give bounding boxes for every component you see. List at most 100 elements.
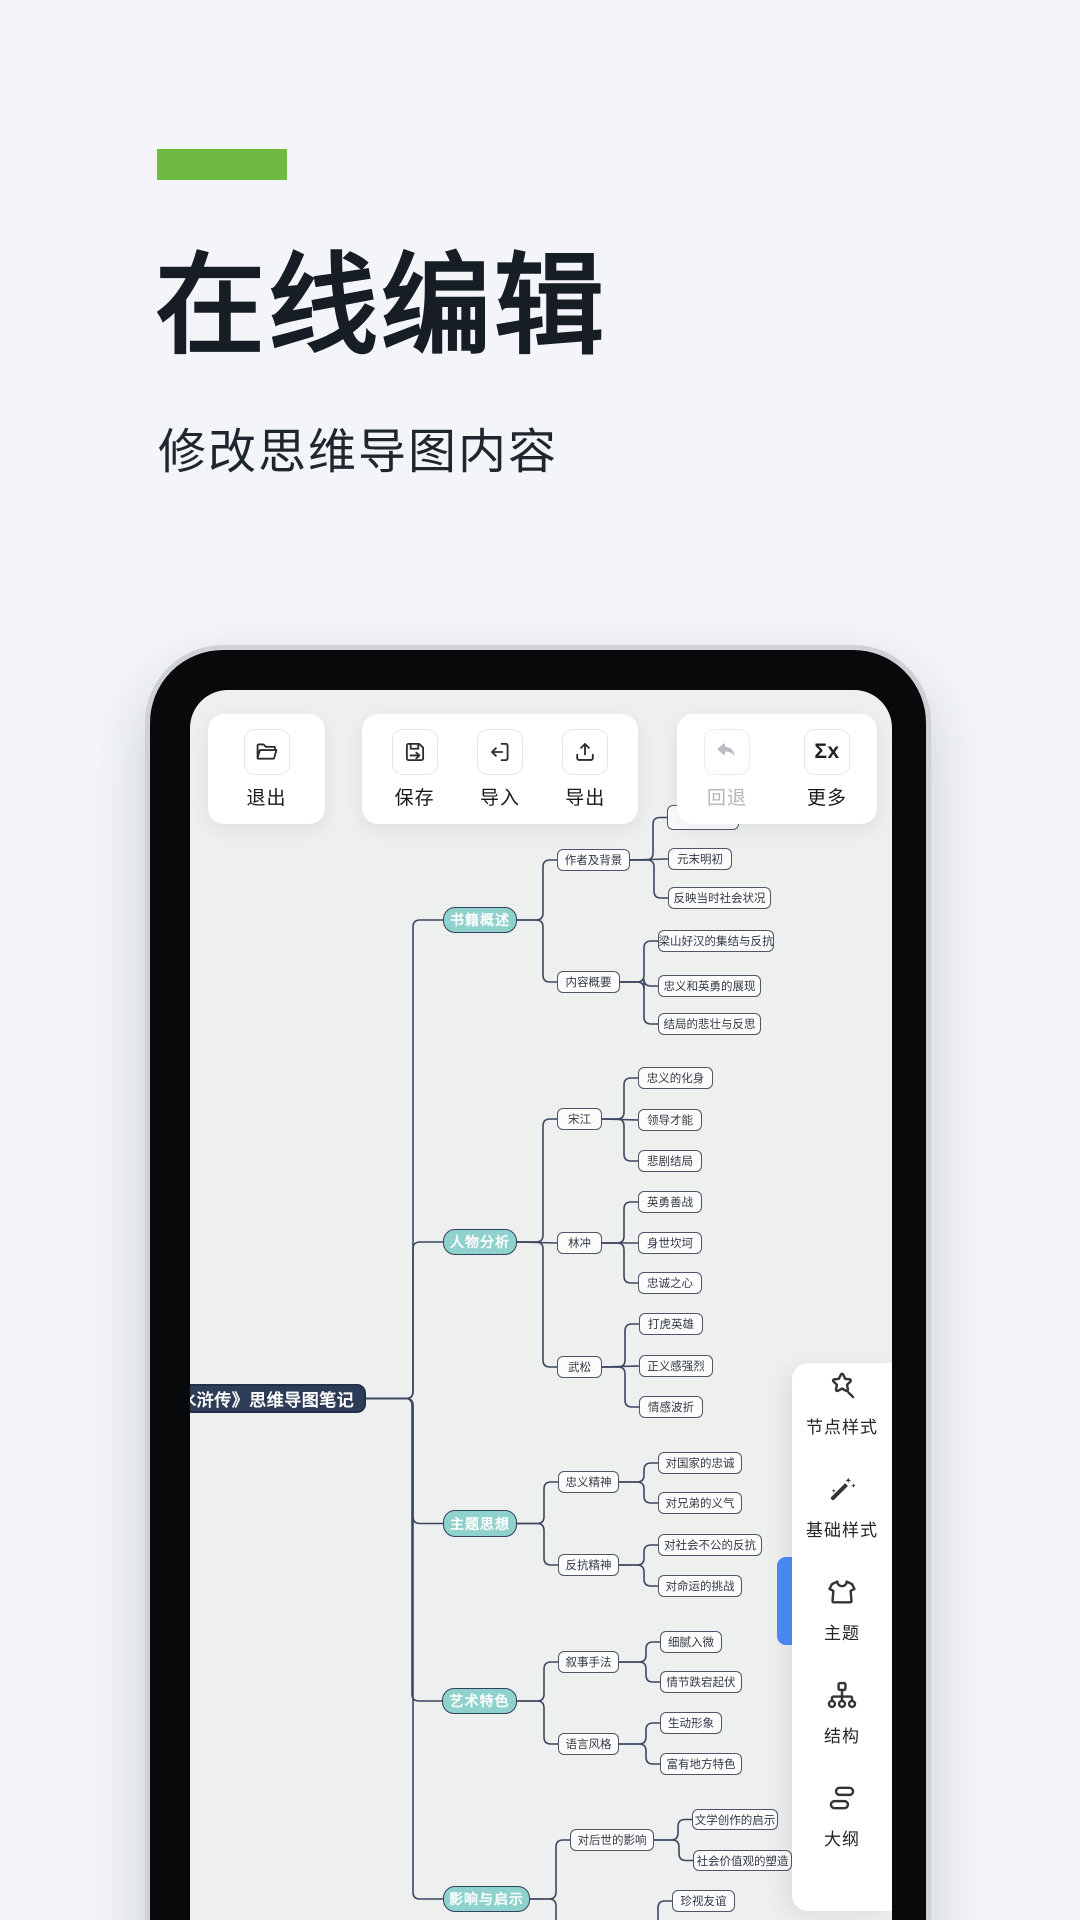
sidebar-item-theme[interactable]: 主题 (824, 1575, 860, 1644)
org-tree-icon (827, 1681, 857, 1709)
mindmap-connector (620, 940, 658, 983)
mindmap-node-l1[interactable]: 元末明初 (668, 848, 732, 870)
export-label: 导出 (565, 787, 606, 809)
mindmap-connector (619, 1743, 660, 1765)
tshirt-icon (828, 1580, 856, 1604)
mindmap-connector (630, 859, 668, 899)
mindmap-connector (620, 978, 658, 990)
mindmap-connector (366, 1241, 443, 1400)
toolbar-card-file: 保存 导入 (362, 714, 638, 824)
mindmap-connectors (366, 816, 693, 1920)
mindmap-connector (366, 919, 443, 1400)
mindmap-connector (619, 1641, 660, 1663)
export-button[interactable]: 导出 (562, 728, 609, 810)
mindmap-connector (530, 1898, 557, 1920)
mindmap-connector (517, 1241, 557, 1368)
mindmap-connector (654, 1839, 693, 1862)
mindmap-connector (619, 1722, 660, 1745)
hero-accent-bar (157, 149, 287, 180)
mindmap-connector (517, 859, 557, 921)
folder-icon (243, 728, 290, 775)
export-icon (562, 728, 609, 775)
mindmap-node-t31[interactable]: 忠义精神 (558, 1471, 619, 1493)
mindmap-node-t23[interactable]: 武松 (557, 1356, 602, 1378)
undo-label: 回退 (706, 787, 747, 809)
mindmap-connector (657, 1900, 672, 1920)
mindmap-connector (602, 1366, 639, 1408)
mindmap-node-l23[interactable]: 文学创作的启示 (692, 1809, 778, 1830)
mindmap-node-l19[interactable]: 细腻入微 (660, 1631, 722, 1653)
mindmap-node-l13[interactable]: 正义感强烈 (639, 1355, 713, 1377)
mindmap-connector (602, 1201, 638, 1244)
mindmap-node-t11[interactable]: 作者及背景 (557, 849, 630, 871)
mindmap-node-l9[interactable]: 英勇善战 (638, 1191, 702, 1213)
mindmap-node-l24[interactable]: 社会价值观的塑造 (693, 1850, 792, 1871)
sidebar-item-outline[interactable]: 大纲 (824, 1781, 860, 1850)
mindmap-connector (602, 1118, 638, 1162)
sidebar-drag-handle[interactable] (777, 1557, 792, 1645)
list-bars-icon (829, 1786, 855, 1810)
mindmap-node-l18[interactable]: 对命运的挑战 (658, 1575, 742, 1597)
mindmap-connector (517, 1522, 558, 1566)
page-title: 在线编辑 (155, 245, 607, 368)
mindmap-connector (366, 1397, 443, 1525)
mindmap-node-l15[interactable]: 对国家的忠诚 (658, 1452, 742, 1474)
import-label: 导入 (479, 787, 520, 809)
mindmap-connector (620, 981, 658, 1025)
mindmap-node-t22[interactable]: 林冲 (557, 1232, 602, 1254)
mindmap-connector (602, 1323, 639, 1368)
mindmap-node-t42[interactable]: 语言风格 (558, 1733, 619, 1755)
mindmap-node-l16[interactable]: 对兄弟的义气 (658, 1492, 742, 1514)
mindmap-node-root[interactable]: 《水浒传》思维导图笔记 (190, 1384, 366, 1413)
more-button[interactable]: Σx 更多 (804, 728, 850, 810)
mindmap-node-b3[interactable]: 主题思想 (443, 1510, 517, 1537)
mindmap-node-b4[interactable]: 艺术特色 (442, 1688, 517, 1714)
badge-star-icon (831, 1372, 855, 1399)
mindmap-node-l10[interactable]: 身世坎坷 (638, 1232, 702, 1254)
import-icon (476, 728, 523, 775)
mindmap-node-b1[interactable]: 书籍概述 (443, 907, 517, 933)
mindmap-node-l11[interactable]: 忠诚之心 (638, 1272, 702, 1294)
mindmap-node-l25[interactable]: 珍视友谊 (672, 1890, 735, 1912)
sidebar-item-node-style[interactable]: 节点样式 (806, 1369, 878, 1438)
mindmap-node-t51[interactable]: 对后世的影响 (570, 1829, 654, 1851)
mindmap-node-t32[interactable]: 反抗精神 (558, 1554, 619, 1576)
save-icon (391, 728, 438, 775)
mindmap-node-l6[interactable]: 忠义的化身 (638, 1067, 713, 1089)
mindmap-node-l17[interactable]: 对社会不公的反抗 (658, 1534, 762, 1556)
toolbar-card-actions: 回退 Σx 更多 (677, 714, 877, 824)
mindmap-node-l8[interactable]: 悲剧结局 (638, 1150, 702, 1172)
mindmap-node-b5[interactable]: 影响与启示 (443, 1886, 530, 1912)
mindmap-connector (619, 1481, 658, 1504)
sidebar-item-structure[interactable]: 结构 (824, 1678, 860, 1747)
mindmap-connector (517, 1661, 558, 1702)
mindmap-node-b2[interactable]: 人物分析 (443, 1229, 517, 1255)
mindmap-node-l12[interactable]: 打虎英雄 (639, 1313, 703, 1335)
mindmap-connector (366, 1397, 442, 1702)
mindmap-connector (619, 1544, 658, 1566)
mindmap-node-l2[interactable]: 反映当时社会状况 (668, 887, 771, 909)
undo-button[interactable]: 回退 (704, 728, 750, 810)
import-button[interactable]: 导入 (476, 728, 523, 810)
save-button[interactable]: 保存 (391, 728, 438, 810)
mindmap-node-l21[interactable]: 生动形象 (660, 1712, 722, 1734)
sidebar-item-basic-style[interactable]: 基础样式 (806, 1472, 878, 1541)
exit-button[interactable]: 退出 (243, 728, 290, 810)
mindmap-connector (654, 1818, 692, 1841)
mindmap-node-t21[interactable]: 宋江 (557, 1108, 602, 1130)
mindmap-connector (619, 1564, 658, 1587)
mindmap-node-l20[interactable]: 情节跌宕起伏 (660, 1671, 742, 1693)
mindmap-node-l5[interactable]: 结局的悲壮与反思 (658, 1013, 761, 1035)
style-sidebar: 节点样式 基础样式 主题 (792, 1363, 892, 1911)
mindmap-node-t12[interactable]: 内容概要 (557, 971, 620, 993)
mindmap-node-l22[interactable]: 富有地方特色 (660, 1753, 742, 1775)
mindmap-node-l3[interactable]: 梁山好汉的集结与反抗 (658, 930, 774, 952)
mindmap-node-l7[interactable]: 领导才能 (638, 1109, 702, 1131)
mindmap-node-t41[interactable]: 叙事手法 (558, 1651, 619, 1673)
mindmap-node-l14[interactable]: 情感波折 (639, 1396, 703, 1418)
magic-wand-icon (830, 1477, 856, 1501)
more-label: 更多 (806, 787, 847, 809)
mindmap-node-l4[interactable]: 忠义和英勇的展现 (658, 975, 761, 997)
